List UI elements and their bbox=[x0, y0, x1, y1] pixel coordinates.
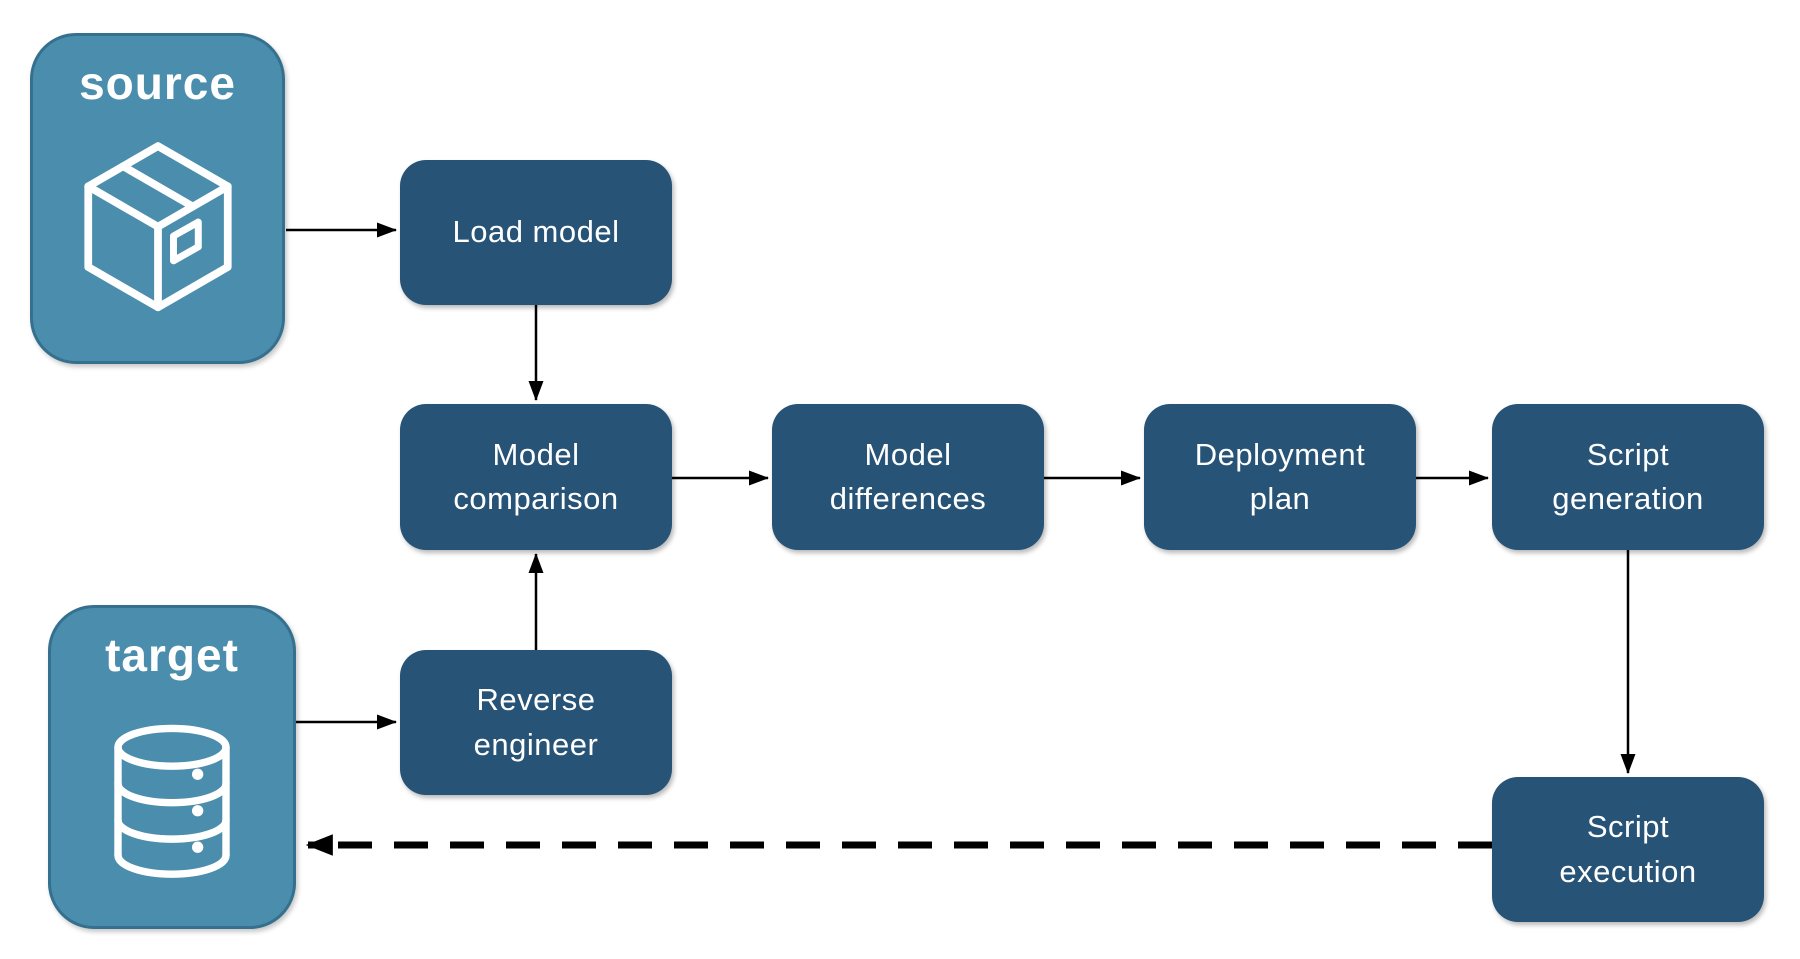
node-model-differences: Model differences bbox=[772, 404, 1044, 550]
target-label: target bbox=[105, 629, 239, 681]
node-load-model-label: Load model bbox=[452, 214, 620, 250]
source-label: source bbox=[79, 57, 236, 109]
node-model-comparison: Model comparison bbox=[400, 404, 672, 550]
node-deployment-plan: Deployment plan bbox=[1144, 404, 1416, 550]
node-model-differences-label: Model differences bbox=[829, 436, 987, 516]
node-script-generation-label: Script generation bbox=[1552, 436, 1704, 516]
source-container: source bbox=[30, 33, 285, 364]
node-script-generation: Script generation bbox=[1492, 404, 1764, 550]
node-script-execution-label: Script execution bbox=[1559, 809, 1697, 889]
node-model-comparison-label: Model comparison bbox=[453, 436, 619, 516]
node-deployment-plan-label: Deployment plan bbox=[1194, 436, 1366, 516]
package-icon bbox=[65, 110, 251, 361]
node-script-execution: Script execution bbox=[1492, 777, 1764, 922]
node-reverse-engineer: Reverse engineer bbox=[400, 650, 672, 795]
node-reverse-engineer-label: Reverse engineer bbox=[473, 682, 599, 762]
node-load-model: Load model bbox=[400, 160, 672, 305]
target-container: target bbox=[48, 605, 296, 929]
database-icon bbox=[91, 682, 253, 926]
